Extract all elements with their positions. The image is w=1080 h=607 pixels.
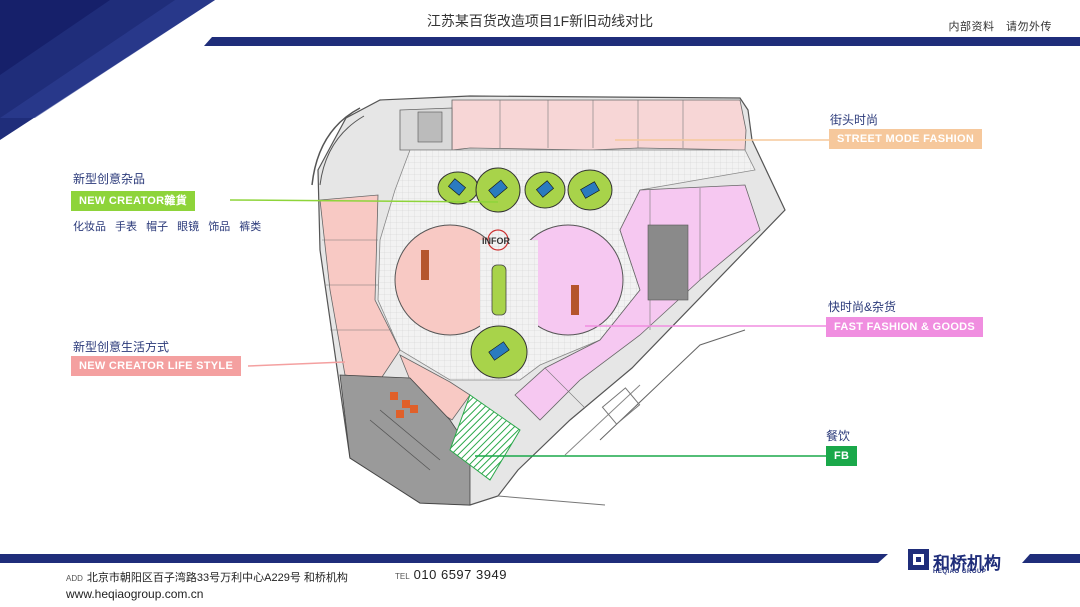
creator-goods-title: 新型创意杂品: [73, 172, 146, 186]
confidential-notice: 内部资料 请勿外传: [948, 21, 1052, 33]
street-fashion-tag: STREET MODE FASHION: [829, 129, 983, 149]
creator-goods-tag: NEW CREATOR雜貨: [71, 191, 195, 211]
fast-fashion-tag: FAST FASHION & GOODS: [826, 317, 984, 337]
center-island: [394, 224, 624, 336]
creator-life-tag: NEW CREATOR LIFE STYLE: [71, 356, 242, 376]
creator-goods-items: 化妆品 手表 帽子 眼镜 饰品 裤类: [73, 221, 262, 233]
corner-decoration: [0, 0, 215, 140]
zone-creator-goods: [437, 167, 613, 379]
fast-fashion-title: 快时尚&杂货: [828, 300, 897, 314]
footer-bar-right: [1022, 554, 1080, 563]
fb-title: 餐饮: [826, 429, 851, 443]
tel-label: TEL: [395, 572, 410, 581]
street-fashion-title: 街头时尚: [830, 113, 879, 127]
header-bar: [204, 37, 1080, 46]
page-title: 江苏某百货改造项目1F新旧动线对比: [426, 13, 654, 29]
infor-label: INFOR: [482, 236, 510, 246]
footer-bar: [0, 554, 888, 563]
service-area: [339, 374, 471, 506]
phone-number: 010 6597 3949: [413, 567, 507, 582]
address-text: 北京市朝阳区百子湾路33号万利中心A229号 和桥机构: [86, 572, 348, 584]
logo-text: 和桥机构: [933, 554, 1001, 573]
zone-street-fashion: [399, 99, 747, 151]
zone-fast-fashion: [514, 184, 761, 421]
logo-subtext: HEQIAO GROUP: [933, 569, 987, 575]
zone-creator-life: [319, 194, 471, 421]
footer-website[interactable]: www.heqiaogroup.com.cn: [66, 587, 204, 601]
zone-fb: [449, 394, 521, 481]
creator-life-title: 新型创意生活方式: [73, 340, 170, 354]
fb-tag: FB: [826, 446, 858, 466]
logo-mark: [908, 549, 929, 570]
addr-label: ADD: [66, 574, 83, 583]
leader-lines: [229, 139, 830, 457]
